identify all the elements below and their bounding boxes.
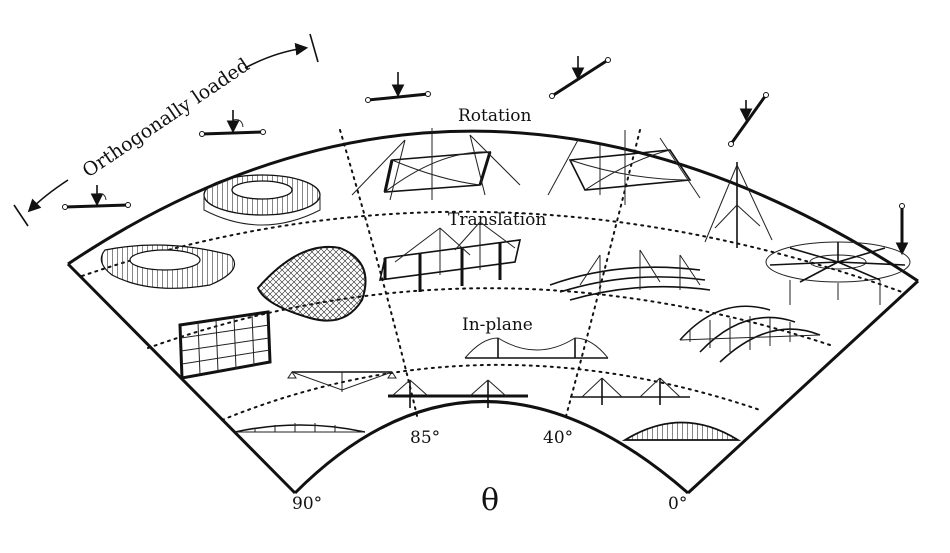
beam-glyph-5: [728, 92, 769, 147]
ortho-arrow-right: [244, 42, 309, 69]
inplane-inner-boundary: [221, 363, 761, 421]
in-plane-multi-arch-roof: [679, 305, 821, 363]
rotation-cable-mast-roof-1: [351, 128, 521, 201]
angle-0-label: 0°: [668, 494, 687, 514]
in-plane-label: In-plane: [462, 315, 533, 335]
in-plane-cable-stayed-bridge-2: [570, 377, 690, 405]
rotation-translation-boundary: [81, 210, 903, 293]
rotation-radial-roof: [765, 241, 911, 305]
in-plane-cable-stayed-bridge-1: [388, 379, 528, 408]
band-separators: [81, 129, 903, 421]
in-plane-suspension-bridge: [464, 337, 609, 359]
in-plane-beam-bridge: [287, 371, 397, 392]
in-plane-segmented-arch: [234, 423, 366, 433]
right-edge: [686, 279, 920, 495]
beam-glyph-4: [549, 56, 611, 99]
ortho-arrow-left-stop: [13, 204, 29, 227]
translation-truss-roof: [378, 221, 522, 292]
stadium-bowl-1: [203, 174, 321, 226]
angle-40-line: [564, 129, 641, 421]
orthogonally-loaded-label: Orthogonally loaded: [78, 54, 253, 182]
outer-arc: [67, 129, 919, 283]
beam-glyph-2: [199, 110, 266, 137]
in-plane-tied-arch: [621, 421, 742, 441]
fan-outline: [66, 129, 920, 495]
stadium-bowl-2: [100, 244, 235, 289]
angle-40-label: 40°: [543, 428, 573, 448]
angle-85-label: 85°: [410, 428, 440, 448]
beam-glyph-3: [365, 72, 431, 103]
rotation-label: Rotation: [458, 106, 532, 126]
inner-arc: [293, 400, 689, 495]
angle-90-label: 90°: [292, 494, 322, 514]
in-plane-grid-facade: [178, 310, 272, 380]
beam-glyph-6: [895, 203, 909, 256]
beam-glyph-1: [62, 185, 131, 210]
ortho-arrow-right-stop: [309, 33, 319, 63]
rotation-guyed-mast: [704, 162, 773, 248]
gridshell-dome: [256, 245, 367, 322]
translation-label: Translation: [448, 210, 546, 230]
ortho-arrow-left: [27, 179, 69, 213]
translation-inplane-boundary: [147, 287, 831, 349]
rotation-cable-mast-roof-2: [547, 130, 701, 205]
theta-symbol: θ: [481, 483, 499, 518]
translation-arched-roof: [549, 249, 711, 301]
